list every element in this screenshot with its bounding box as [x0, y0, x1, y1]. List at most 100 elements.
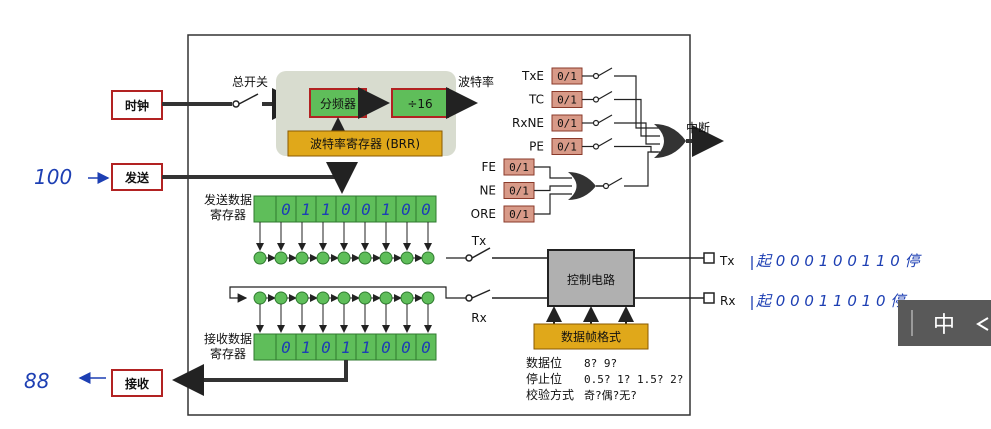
- flag-to-int-line: [614, 75, 660, 129]
- error-switch-blade: [607, 177, 623, 187]
- flag-rxne-value: 0/1: [557, 117, 577, 130]
- flag-to-int-line: [614, 122, 660, 145]
- brr-block: [287, 130, 443, 157]
- flag-switch-pivot: [592, 96, 600, 103]
- tx-shift-node: [337, 251, 351, 265]
- rx-shift-node: [274, 291, 288, 305]
- flag-switch-blade: [597, 114, 613, 124]
- rx-pin-label: Rx: [720, 294, 735, 308]
- rx-register-bit: 1: [341, 338, 351, 357]
- receive-block: [111, 369, 163, 397]
- rx-shift-node: [421, 291, 435, 305]
- rx-shift-chain: [229, 286, 466, 333]
- rx-shift-node: [316, 291, 330, 305]
- ime-indicator[interactable]: [898, 300, 991, 346]
- ime-chevron-icon[interactable]: [976, 317, 989, 331]
- tx-switch-pivot: [465, 254, 473, 262]
- rx-register-bit: 0: [281, 338, 291, 357]
- tx-switch-label: Tx: [471, 234, 486, 248]
- flag-pe-label: PE: [529, 140, 544, 154]
- rx-switch-blade: [471, 289, 491, 299]
- flag-txe-label: TxE: [521, 69, 544, 83]
- flag-rxne-label: RxNE: [512, 116, 544, 130]
- flag-txe-value: 0/1: [557, 70, 577, 83]
- interrupt-label: 中断: [686, 120, 710, 135]
- frame-option-value: 0.5? 1? 1.5? 2?: [584, 373, 683, 386]
- master-switch-blade: [238, 93, 259, 105]
- flag-tc-value: 0/1: [557, 94, 577, 107]
- flag-ore-label: ORE: [471, 207, 496, 221]
- frame-format-block: [533, 323, 649, 350]
- send-handwritten-value: 100: [34, 165, 72, 189]
- error-to-int-line: [624, 151, 658, 187]
- tx-shift-node: [421, 251, 435, 265]
- master-switch-pivot: [232, 100, 240, 108]
- rx-reg-label-2: 寄存器: [210, 346, 246, 361]
- usart-frame: [187, 34, 691, 416]
- rx-frame-handwritten: 起 0 0 0 1 1 0 1 0 停: [756, 292, 908, 310]
- flag-switch-pivot: [592, 119, 600, 127]
- flag-switch-blade: [597, 137, 613, 148]
- tx-register-cell: [415, 195, 437, 223]
- tx-reg-label-1: 发送数据: [204, 192, 252, 207]
- tx-shift-node: [295, 251, 309, 265]
- flag-switch-pivot: [592, 143, 600, 150]
- frame-option-value: 奇?偶?无?: [584, 389, 637, 402]
- flag-fe-label: FE: [482, 160, 496, 174]
- tx-pin-label: Tx: [719, 254, 734, 268]
- control-circuit-label: 控制电路: [567, 272, 615, 287]
- tx-register-bit: 1: [301, 200, 311, 219]
- div16-label: ÷16: [407, 97, 432, 111]
- tx-shift-node: [274, 251, 288, 265]
- clock-block: [111, 90, 163, 120]
- flag-ne-label: NE: [479, 184, 496, 198]
- receive-handwritten-value: 88: [24, 369, 49, 393]
- rx-shift-node: [358, 291, 372, 305]
- flag-pe-value: 0/1: [557, 141, 577, 154]
- or-gate-interrupt: [654, 124, 686, 158]
- send-label: 发送: [124, 170, 150, 185]
- tx-shift-chain: [253, 222, 466, 265]
- flag-to-int-line: [614, 145, 660, 153]
- receive-label: 接收: [125, 376, 149, 391]
- frame-option-label: 停止位: [526, 371, 562, 386]
- flag-to-int-line: [614, 98, 660, 137]
- rx-shift-node: [337, 291, 351, 305]
- tx-register-bit: 1: [321, 200, 331, 219]
- ime-language-label: 中: [933, 313, 955, 338]
- control-circuit-block: [547, 249, 635, 307]
- flag-switch-blade: [597, 67, 613, 77]
- flag-switch-blade: [597, 90, 613, 101]
- frame-option-value: 8? 9?: [584, 357, 617, 370]
- rx-register-bit: 1: [361, 338, 371, 357]
- rx-shift-node: [400, 291, 414, 305]
- send-to-txreg-arrow: [162, 162, 358, 194]
- error-switch-pivot: [602, 182, 610, 190]
- rx-reg-label-1: 接收数据: [204, 331, 252, 346]
- frame-format-label: 数据帧格式: [561, 329, 621, 344]
- flag-ne-value: 0/1: [509, 185, 529, 198]
- tx-register-bit: 0: [361, 200, 371, 219]
- rx-register-bit: 1: [301, 338, 311, 357]
- rx-register-bit: 0: [321, 338, 331, 357]
- or-gate-error: [568, 172, 596, 200]
- flag-fe-value: 0/1: [509, 161, 529, 174]
- rx-register-bit: 0: [421, 338, 431, 357]
- tx-register-bit: 0: [421, 200, 431, 219]
- tx-shift-node: [379, 251, 393, 265]
- rx-switch-label: Rx: [471, 311, 486, 325]
- rx-pin: [703, 292, 715, 304]
- master-switch-label: 总开关: [232, 75, 268, 89]
- clock-label: 时钟: [125, 98, 149, 113]
- frame-option-label: 校验方式: [526, 387, 574, 402]
- rx-data-register: [253, 333, 437, 361]
- tx-register-bit: 0: [281, 200, 291, 219]
- tx-pin: [703, 252, 715, 264]
- flag-to-or-line: [534, 193, 572, 215]
- rx-shift-node: [379, 291, 393, 305]
- rx-shift-node: [253, 291, 267, 305]
